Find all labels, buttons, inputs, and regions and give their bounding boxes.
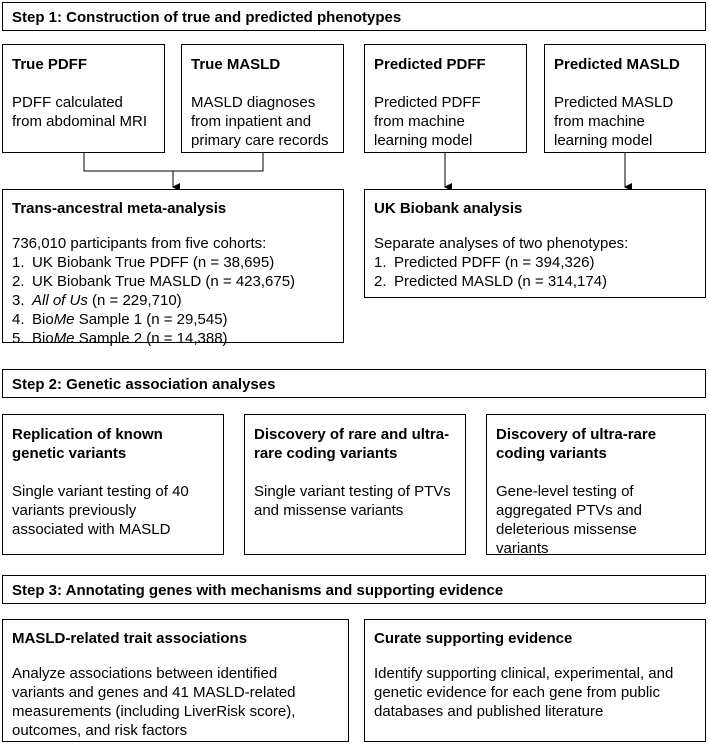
- ultra-rare-title: Discovery of ultra-rare: [496, 426, 657, 443]
- ultra-rare-line: variants: [496, 540, 549, 557]
- cohort-list: 1.UK Biobank True PDFF (n = 38,695) 2.UK…: [12, 253, 334, 348]
- step2-title: Step 2: Genetic association analyses: [12, 376, 276, 393]
- trait-associations-line: outcomes, and risk factors: [12, 722, 188, 739]
- cohort-item: 4.BioMe Sample 1 (n = 29,545): [12, 311, 228, 328]
- predicted-masld-line: from machine: [554, 113, 645, 130]
- step2-header: Step 2: Genetic association analyses: [2, 369, 706, 398]
- trait-associations-line: measurements (including LiverRisk score)…: [12, 703, 296, 720]
- predicted-masld-line: learning model: [554, 132, 653, 149]
- true-pdff-box: True PDFF PDFF calculated from abdominal…: [2, 44, 165, 153]
- predicted-masld-box: Predicted MASLD Predicted MASLD from mac…: [544, 44, 706, 153]
- ukb-analysis-title: UK Biobank analysis: [374, 200, 523, 217]
- rare-variants-title: Discovery of rare and ultra-: [254, 426, 450, 443]
- trait-associations-line: variants and genes and 41 MASLD-related: [12, 684, 296, 701]
- predicted-masld-title: Predicted MASLD: [554, 56, 680, 73]
- ultra-rare-box: Discovery of ultra-rare coding variants …: [486, 414, 706, 557]
- true-masld-line: primary care records: [191, 132, 329, 149]
- true-pdff-line: from abdominal MRI: [12, 113, 148, 130]
- trait-associations-box: MASLD-related trait associations Analyze…: [2, 619, 349, 742]
- cohort-item: 1.UK Biobank True PDFF (n = 38,695): [12, 254, 275, 271]
- replication-line: variants previously: [12, 502, 137, 519]
- predicted-pdff-line: from machine: [374, 113, 465, 130]
- true-pdff-title: True PDFF: [12, 56, 88, 73]
- rare-variants-title: rare coding variants: [254, 445, 398, 462]
- ultra-rare-line: aggregated PTVs and: [496, 502, 642, 519]
- rare-variants-line: Single variant testing of PTVs: [254, 483, 451, 500]
- true-masld-title: True MASLD: [191, 56, 281, 73]
- ukb-analysis-intro: Separate analyses of two phenotypes:: [374, 235, 629, 252]
- step1-title: Step 1: Construction of true and predict…: [12, 9, 402, 26]
- true-pdff-line: PDFF calculated: [12, 94, 123, 111]
- ukb-list: 1.Predicted PDFF (n = 394,326) 2.Predict…: [374, 253, 696, 291]
- step1-header: Step 1: Construction of true and predict…: [2, 2, 706, 31]
- meta-analysis-box: Trans-ancestral meta-analysis 736,010 pa…: [2, 189, 344, 347]
- cohort-item: 3.All of Us (n = 229,710): [12, 292, 182, 309]
- true-masld-line: from inpatient and: [191, 113, 312, 130]
- replication-box: Replication of known genetic variants Si…: [2, 414, 224, 555]
- meta-analysis-title: Trans-ancestral meta-analysis: [12, 200, 227, 217]
- cohort-item: 5.BioMe Sample 2 (n = 14,388): [12, 330, 228, 347]
- trait-associations-line: Analyze associations between identified: [12, 665, 278, 682]
- trait-associations-title: MASLD-related trait associations: [12, 630, 248, 647]
- ultra-rare-line: deleterious missense: [496, 521, 637, 538]
- ultra-rare-line: Gene-level testing of: [496, 483, 634, 500]
- predicted-pdff-box: Predicted PDFF Predicted PDFF from machi…: [364, 44, 527, 153]
- supporting-evidence-line: databases and published literature: [374, 703, 604, 720]
- step3-title: Step 3: Annotating genes with mechanisms…: [12, 582, 504, 599]
- ukb-analysis-box: UK Biobank analysis Separate analyses of…: [364, 189, 706, 298]
- ukb-item: 1.Predicted PDFF (n = 394,326): [374, 254, 595, 271]
- cohort-item: 2.UK Biobank True MASLD (n = 423,675): [12, 273, 296, 290]
- ultra-rare-title: coding variants: [496, 445, 607, 462]
- merge-connector: [83, 153, 264, 172]
- supporting-evidence-box: Curate supporting evidence Identify supp…: [364, 619, 706, 742]
- replication-line: Single variant testing of 40: [12, 483, 189, 500]
- predicted-pdff-line: learning model: [374, 132, 473, 149]
- predicted-masld-line: Predicted MASLD: [554, 94, 674, 111]
- replication-title: Replication of known: [12, 426, 163, 443]
- predicted-pdff-line: Predicted PDFF: [374, 94, 481, 111]
- ukb-item: 2.Predicted MASLD (n = 314,174): [374, 273, 608, 290]
- true-masld-line: MASLD diagnoses: [191, 94, 316, 111]
- rare-variants-box: Discovery of rare and ultra- rare coding…: [244, 414, 466, 555]
- true-masld-box: True MASLD MASLD diagnoses from inpatien…: [181, 44, 344, 153]
- rare-variants-line: and missense variants: [254, 502, 404, 519]
- supporting-evidence-title: Curate supporting evidence: [374, 630, 573, 647]
- replication-title: genetic variants: [12, 445, 127, 462]
- meta-analysis-intro: 736,010 participants from five cohorts:: [12, 235, 267, 252]
- supporting-evidence-line: genetic evidence for each gene from publ…: [374, 684, 661, 701]
- predicted-pdff-title: Predicted PDFF: [374, 56, 486, 73]
- replication-line: associated with MASLD: [12, 521, 171, 538]
- supporting-evidence-line: Identify supporting clinical, experiment…: [374, 665, 674, 682]
- step3-header: Step 3: Annotating genes with mechanisms…: [2, 575, 706, 604]
